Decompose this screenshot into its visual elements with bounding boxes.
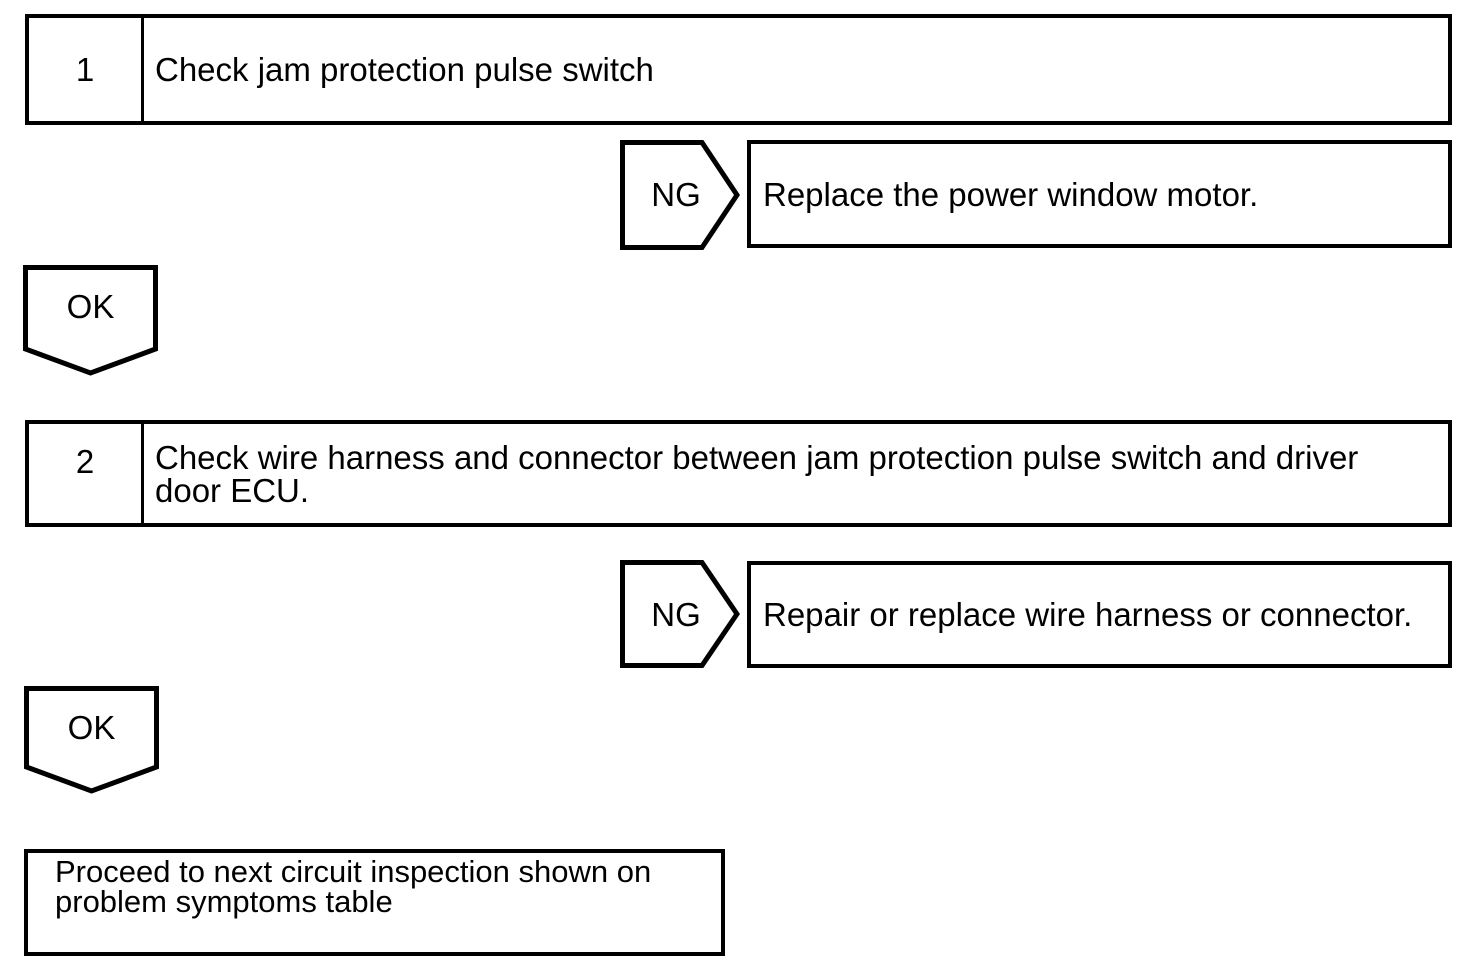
step-2-ng-label: NG — [651, 596, 701, 633]
ng-pentagon-right-icon — [620, 140, 740, 250]
step-1-number: 1 — [29, 18, 144, 121]
ok-pentagon-down-icon — [23, 265, 158, 376]
step-1-box: 1 Check jam protection pulse switch — [25, 14, 1452, 125]
step-2-ng-arrow: NG — [620, 560, 740, 668]
step-2-ng-action-box: Repair or replace wire harness or connec… — [747, 561, 1452, 668]
step-2-ok-label: OK — [67, 709, 116, 746]
step-1-ok-arrow: OK — [23, 265, 158, 376]
step-1-instruction: Check jam protection pulse switch — [155, 51, 654, 88]
step-1-ng-action-box: Replace the power window motor. — [747, 140, 1452, 248]
ok-pentagon-down-icon — [24, 686, 159, 794]
step-2-box: 2 Check wire harness and connector betwe… — [25, 420, 1452, 527]
ng-pentagon-right-icon — [620, 560, 740, 668]
step-1-ok-label: OK — [66, 288, 115, 325]
step-2-instruction: Check wire harness and connector between… — [155, 438, 1359, 509]
conclusion-box: Proceed to next circuit inspection shown… — [24, 849, 725, 956]
conclusion-text: Proceed to next circuit inspection shown… — [55, 854, 652, 919]
step-2-ng-action: Repair or replace wire harness or connec… — [763, 596, 1413, 633]
step-2-number: 2 — [29, 424, 144, 523]
step-1-ng-label: NG — [651, 176, 701, 213]
step-1-ng-action: Replace the power window motor. — [763, 175, 1259, 213]
step-1-ng-arrow: NG — [620, 140, 740, 250]
step-2-ok-arrow: OK — [24, 686, 159, 794]
